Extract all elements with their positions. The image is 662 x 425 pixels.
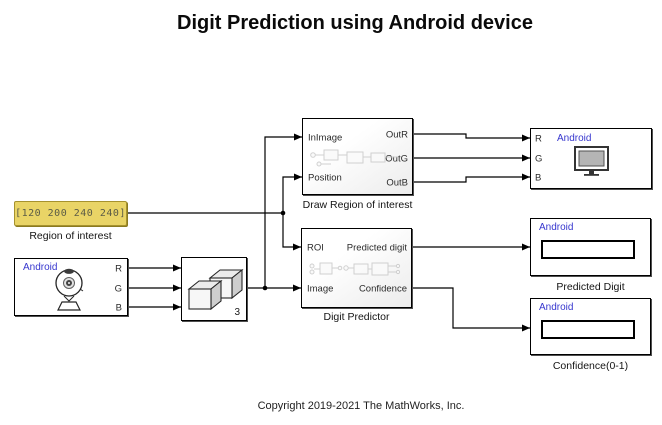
block-matrix-concatenate[interactable]: 3 bbox=[181, 257, 247, 321]
webcam-icon bbox=[55, 268, 84, 311]
constant-value: [120 200 240 240] bbox=[15, 208, 126, 219]
android-brand-label: Android bbox=[539, 222, 574, 233]
wire-junction bbox=[280, 210, 286, 216]
port-label-display-r: R bbox=[535, 133, 542, 145]
wire-confidence[interactable] bbox=[412, 287, 530, 332]
block-label-predicted-digit: Predicted Digit bbox=[556, 281, 625, 293]
wire-roi-to-roi[interactable] bbox=[282, 213, 301, 251]
block-digit-predictor[interactable]: ROI Image Predicted digit Confidence bbox=[301, 228, 412, 308]
confidence-text-field bbox=[541, 320, 635, 339]
port-label-camera-g: G bbox=[114, 283, 122, 295]
monitor-icon bbox=[574, 146, 609, 176]
wire-outr[interactable] bbox=[413, 133, 530, 142]
block-predicted-digit[interactable]: Android bbox=[530, 218, 651, 276]
subsystem-preview-icon bbox=[309, 262, 401, 276]
block-label-draw-region: Draw Region of interest bbox=[302, 199, 413, 211]
wire-outb[interactable] bbox=[413, 173, 530, 183]
android-brand-label: Android bbox=[23, 262, 58, 273]
block-label-digit-predictor: Digit Predictor bbox=[323, 311, 390, 323]
port-label-confidence: Confidence bbox=[358, 283, 407, 295]
concatenate-count-badge: 3 bbox=[234, 307, 240, 318]
block-region-of-interest-constant[interactable]: [120 200 240 240] bbox=[14, 201, 127, 226]
port-label-display-b: B bbox=[535, 172, 542, 184]
block-draw-region-of-interest[interactable]: InImage Position OutR OutG OutB bbox=[302, 118, 413, 195]
digit-text-field bbox=[541, 240, 635, 259]
wire-concat-to-inimage[interactable] bbox=[264, 133, 302, 288]
copyright-text: Copyright 2019-2021 The MathWorks, Inc. bbox=[257, 400, 465, 412]
port-label-roi: ROI bbox=[307, 242, 324, 254]
port-label-camera-b: B bbox=[115, 302, 122, 314]
model-title: Digit Prediction using Android device bbox=[177, 12, 533, 34]
port-label-outg: OutG bbox=[385, 153, 408, 165]
port-label-position: Position bbox=[308, 172, 342, 184]
matrix-concatenate-icon bbox=[187, 268, 244, 311]
android-brand-label: Android bbox=[539, 302, 574, 313]
android-brand-label: Android bbox=[557, 133, 592, 144]
block-android-camera[interactable]: Android R G B bbox=[14, 258, 128, 316]
subsystem-preview-icon bbox=[310, 149, 397, 167]
block-android-display[interactable]: R G B Android bbox=[530, 128, 652, 189]
wire-roi-to-position[interactable] bbox=[282, 173, 302, 213]
port-label-display-g: G bbox=[535, 153, 543, 165]
port-label-camera-r: R bbox=[115, 263, 122, 275]
port-label-outr: OutR bbox=[385, 129, 408, 141]
port-label-predicted-digit: Predicted digit bbox=[346, 242, 407, 254]
block-label-confidence: Confidence(0-1) bbox=[552, 360, 629, 372]
port-label-outb: OutB bbox=[386, 177, 408, 189]
port-label-image: Image bbox=[307, 283, 334, 295]
wire-junction bbox=[262, 285, 268, 291]
block-label-region-of-interest: Region of interest bbox=[29, 230, 112, 242]
block-confidence[interactable]: Android bbox=[530, 298, 651, 355]
port-label-inimage: InImage bbox=[308, 132, 343, 144]
